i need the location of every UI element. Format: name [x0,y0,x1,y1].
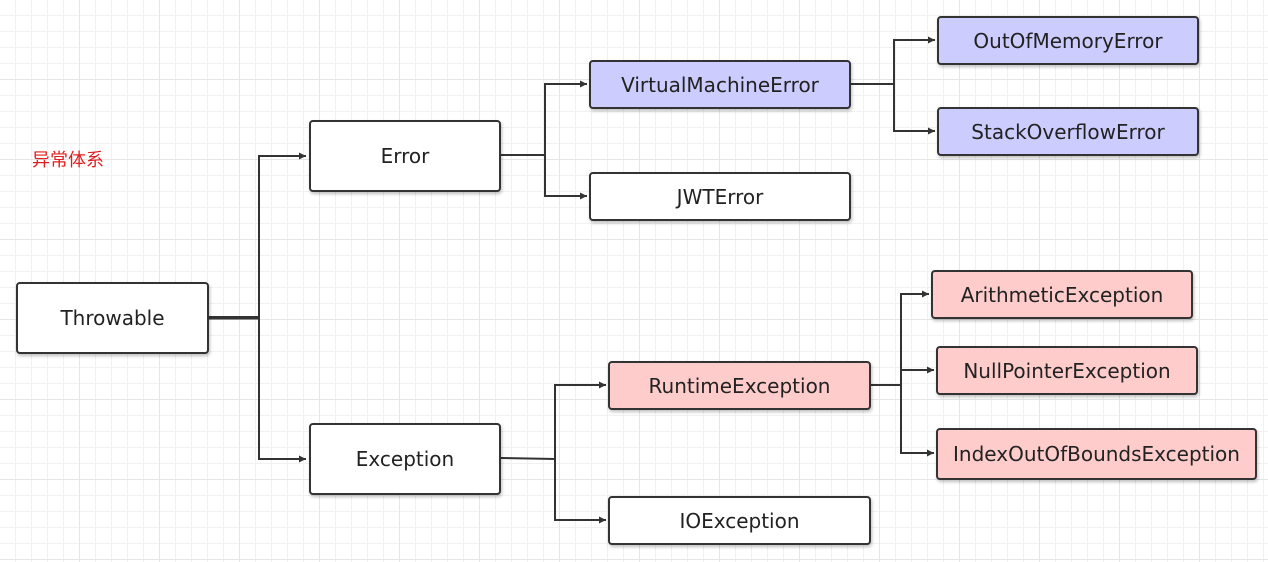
node-throwable[interactable]: Throwable [16,282,209,354]
edge-error-virtualmachineerror [501,80,587,156]
edge-throwable-error [209,152,306,318]
node-out-of-memory-error[interactable]: OutOfMemoryError [937,16,1199,65]
edge-runtime-arithmeticexception [871,290,929,386]
edge-runtime-nullpointerexception [900,366,934,385]
edge-throwable-exception [258,317,306,463]
node-arithmetic-exception[interactable]: ArithmeticException [931,270,1193,319]
node-exception[interactable]: Exception [309,423,501,495]
node-index-out-of-bounds-exception[interactable]: IndexOutOfBoundsException [936,428,1257,480]
diagram-title: 异常体系 [32,150,104,171]
edge-error-jwterror [544,155,587,200]
edge-vme-stackoverflowerror [893,84,935,135]
edge-exception-ioexception [554,459,606,524]
edge-exception-runtimeexception [500,381,606,461]
node-stack-overflow-error[interactable]: StackOverflowError [937,107,1199,156]
edge-runtime-indexoutofboundsexception [900,385,934,457]
node-virtual-machine-error[interactable]: VirtualMachineError [589,60,851,109]
node-null-pointer-exception[interactable]: NullPointerException [936,346,1198,395]
edge-vme-outofmemoryerror [851,36,935,85]
node-error[interactable]: Error [309,120,501,192]
node-runtime-exception[interactable]: RuntimeException [608,361,871,410]
node-jwt-error[interactable]: JWTError [589,172,851,221]
node-io-exception[interactable]: IOException [608,496,871,545]
